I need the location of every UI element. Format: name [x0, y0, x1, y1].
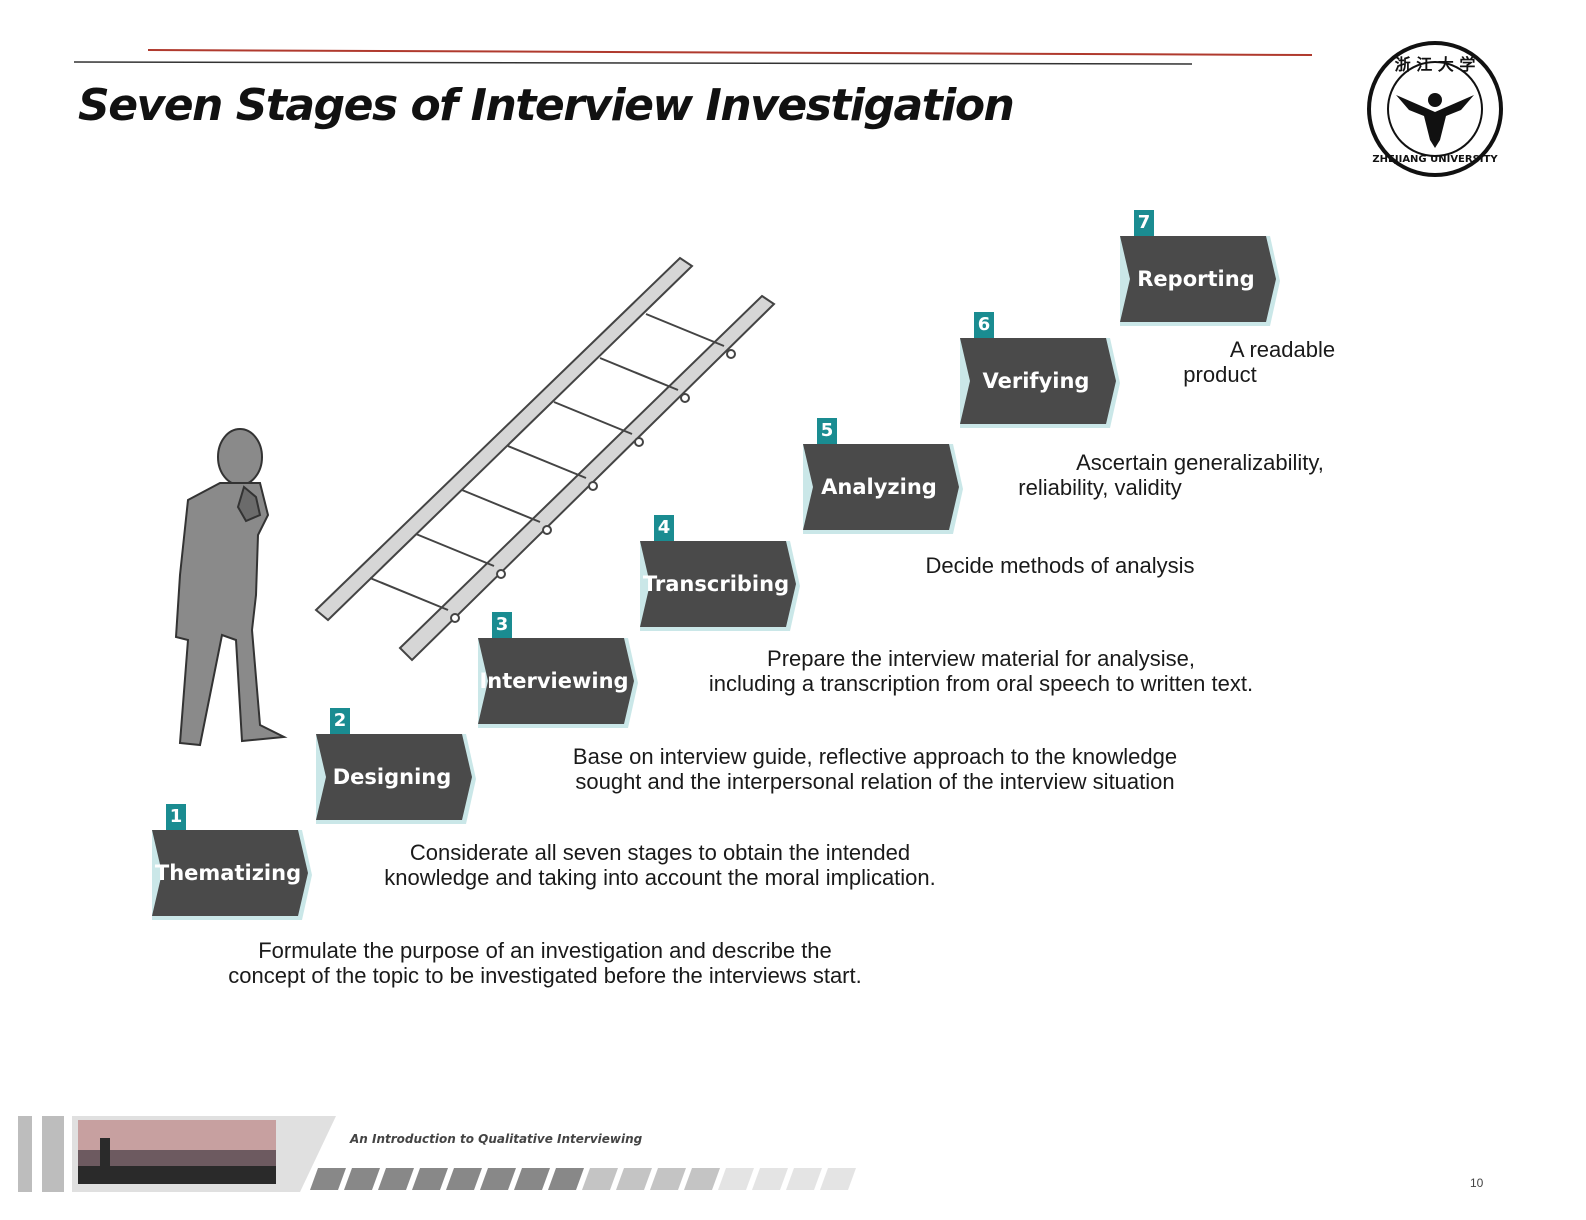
stage-number-badge: 7 [1134, 210, 1154, 236]
university-logo: 浙 江 大 学 ZHEJIANG UNIVERSITY [1367, 41, 1503, 177]
stage-reporting: 7 Reporting [1120, 210, 1280, 326]
stage-description-transcribing: Prepare the interview material for analy… [708, 646, 1254, 696]
svg-text:浙 江 大 学: 浙 江 大 学 [1395, 55, 1476, 74]
stage-label: Analyzing [821, 475, 937, 499]
stage-transcribing: 4 Transcribing [640, 515, 800, 631]
stage-number-badge: 6 [974, 312, 994, 338]
stage-interviewing: 3 Interviewing [478, 612, 638, 728]
stage-number-badge: 3 [492, 612, 512, 638]
stage-description-thematizing: Formulate the purpose of an investigatio… [228, 938, 862, 988]
page-number: 10 [1470, 1176, 1484, 1190]
page-title: Seven Stages of Interview Investigation [78, 80, 1015, 131]
stage-thematizing: 1 Thematizing [152, 804, 312, 920]
ladder-illustration [314, 256, 776, 662]
thinking-man-figure [174, 428, 288, 747]
stage-verifying: 6 Verifying [960, 312, 1120, 428]
stage-description-verifying: Ascertain generalizability,reliability, … [1018, 450, 1324, 500]
svg-text:ZHEJIANG UNIVERSITY: ZHEJIANG UNIVERSITY [1372, 154, 1498, 165]
footer-banner [18, 1116, 856, 1192]
stage-number-badge: 5 [817, 418, 837, 444]
stage-description-designing: Considerate all seven stages to obtain t… [384, 840, 936, 890]
stage-label: Verifying [982, 369, 1090, 393]
stage-description-interviewing: Base on interview guide, reflective appr… [572, 744, 1178, 794]
stage-number-badge: 2 [330, 708, 350, 734]
stage-label: Reporting [1137, 267, 1255, 291]
stage-label: Thematizing [154, 861, 302, 885]
stage-label: Transcribing [642, 572, 790, 596]
stage-description-analyzing: Decide methods of analysis [925, 553, 1195, 578]
footer-course-title: An Introduction to Qualitative Interview… [350, 1132, 643, 1146]
stage-label: Interviewing [479, 669, 629, 693]
stage-number-badge: 4 [654, 515, 674, 541]
stage-analyzing: 5 Analyzing [803, 418, 963, 534]
header-rules [73, 49, 1313, 65]
stage-number-badge: 1 [166, 804, 186, 830]
stage-label: Designing [332, 765, 452, 789]
stage-designing: 2 Designing [316, 708, 476, 824]
